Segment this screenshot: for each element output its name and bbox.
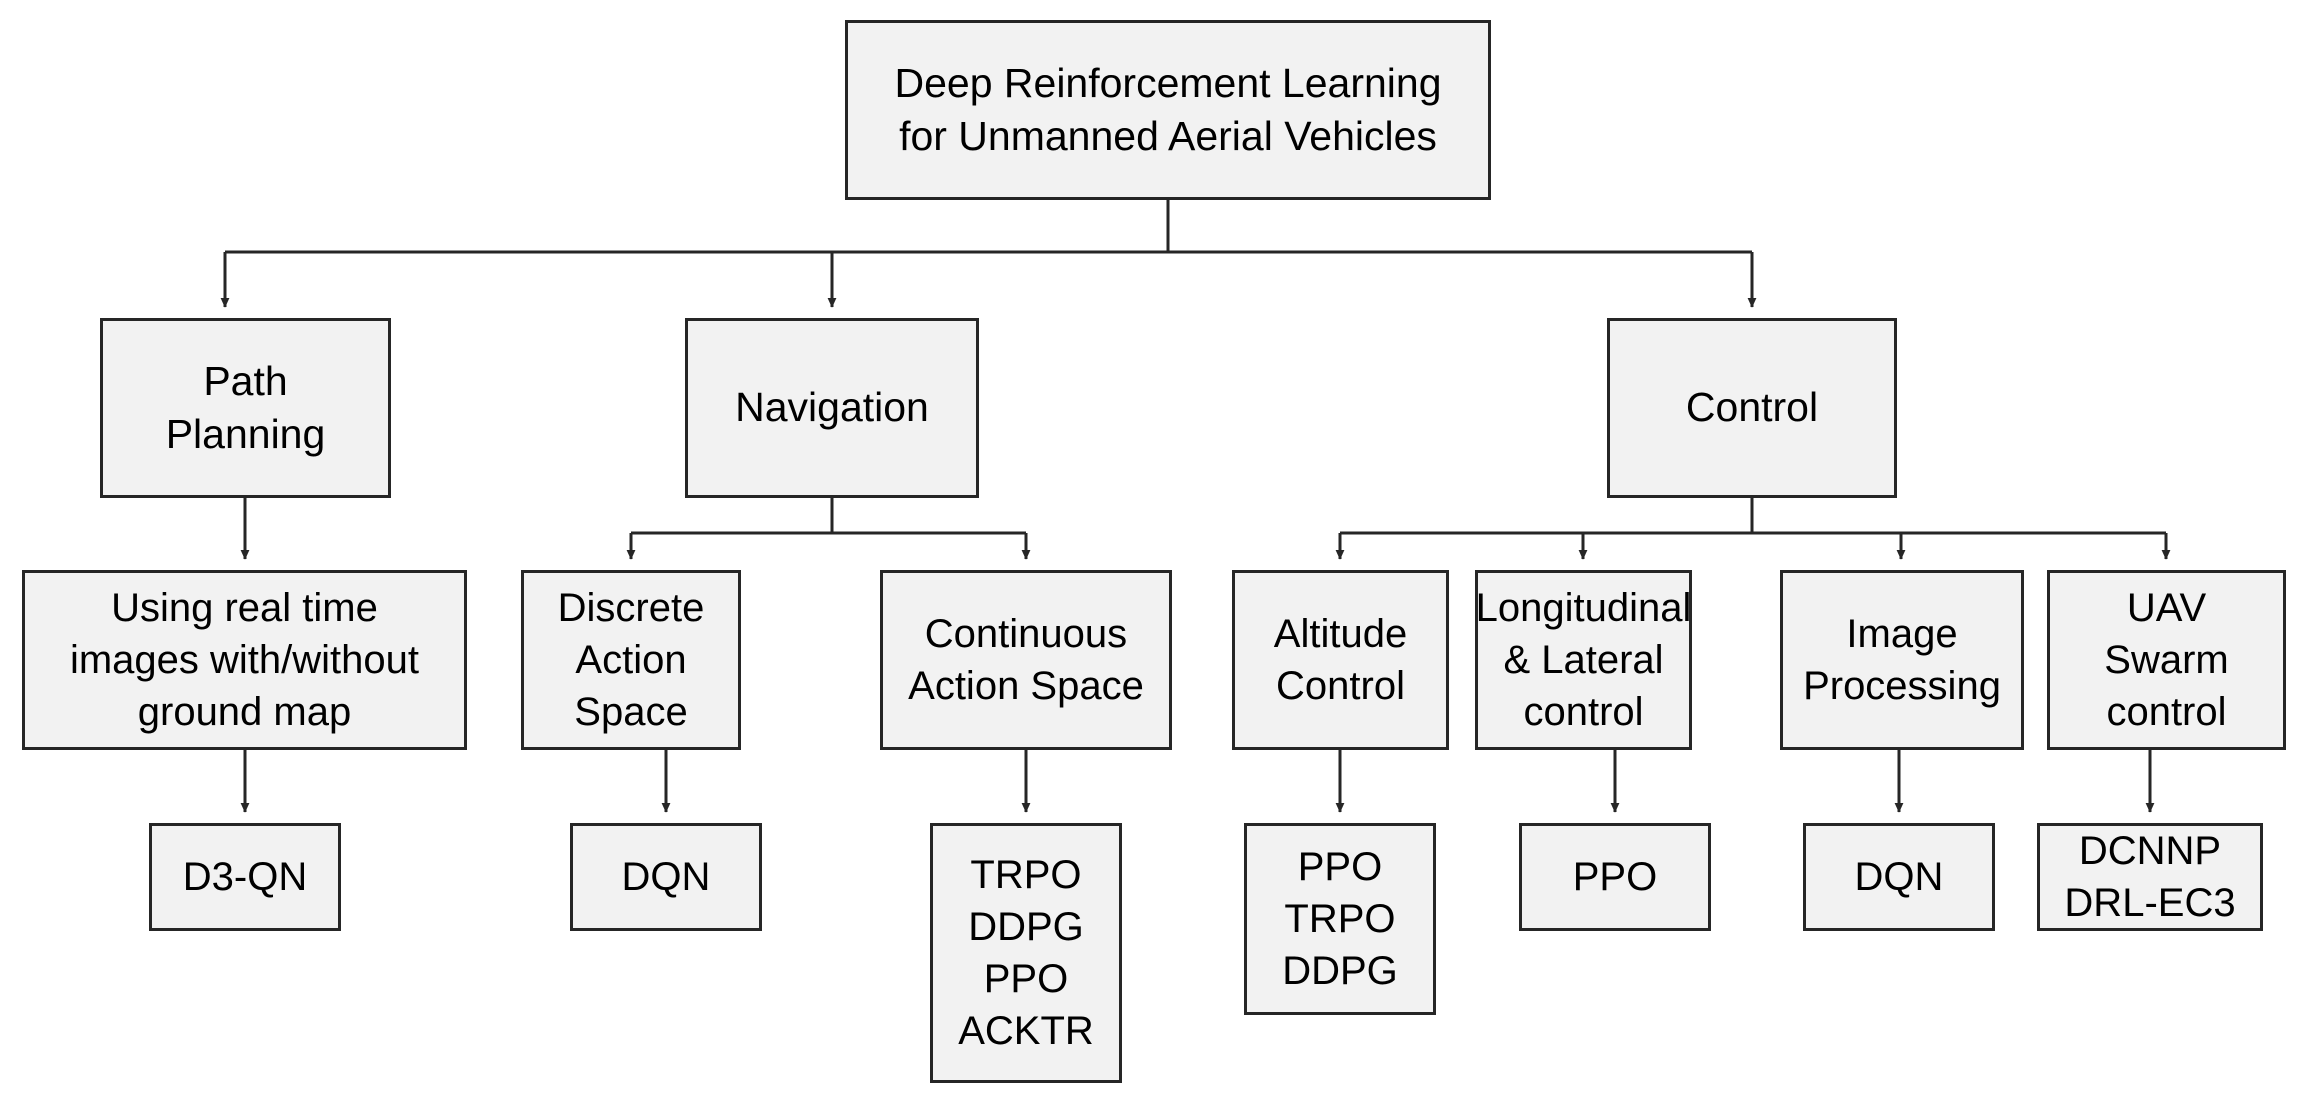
node-dqn-navigation[interactable]: DQN xyxy=(570,823,762,931)
node-longitudinal-lateral-control[interactable]: Longitudinal & Lateral control xyxy=(1475,570,1692,750)
node-ppo-trpo-ddpg[interactable]: PPO TRPO DDPG xyxy=(1244,823,1436,1015)
node-uav-swarm-control[interactable]: UAV Swarm control xyxy=(2047,570,2286,750)
node-trpo-ddpg-ppo-acktr[interactable]: TRPO DDPG PPO ACKTR xyxy=(930,823,1122,1083)
node-control[interactable]: Control xyxy=(1607,318,1897,498)
node-continuous-action-space[interactable]: Continuous Action Space xyxy=(880,570,1172,750)
node-d3-qn[interactable]: D3-QN xyxy=(149,823,341,931)
node-altitude-control[interactable]: Altitude Control xyxy=(1232,570,1449,750)
node-real-time-images[interactable]: Using real time images with/without grou… xyxy=(22,570,467,750)
node-ppo-longitudinal[interactable]: PPO xyxy=(1519,823,1711,931)
node-dcnnp-drl-ec3[interactable]: DCNNP DRL-EC3 xyxy=(2037,823,2263,931)
node-navigation[interactable]: Navigation xyxy=(685,318,979,498)
node-path-planning[interactable]: Path Planning xyxy=(100,318,391,498)
node-dqn-image-processing[interactable]: DQN xyxy=(1803,823,1995,931)
node-root[interactable]: Deep Reinforcement Learning for Unmanned… xyxy=(845,20,1491,200)
node-image-processing[interactable]: Image Processing xyxy=(1780,570,2024,750)
node-discrete-action-space[interactable]: Discrete Action Space xyxy=(521,570,741,750)
